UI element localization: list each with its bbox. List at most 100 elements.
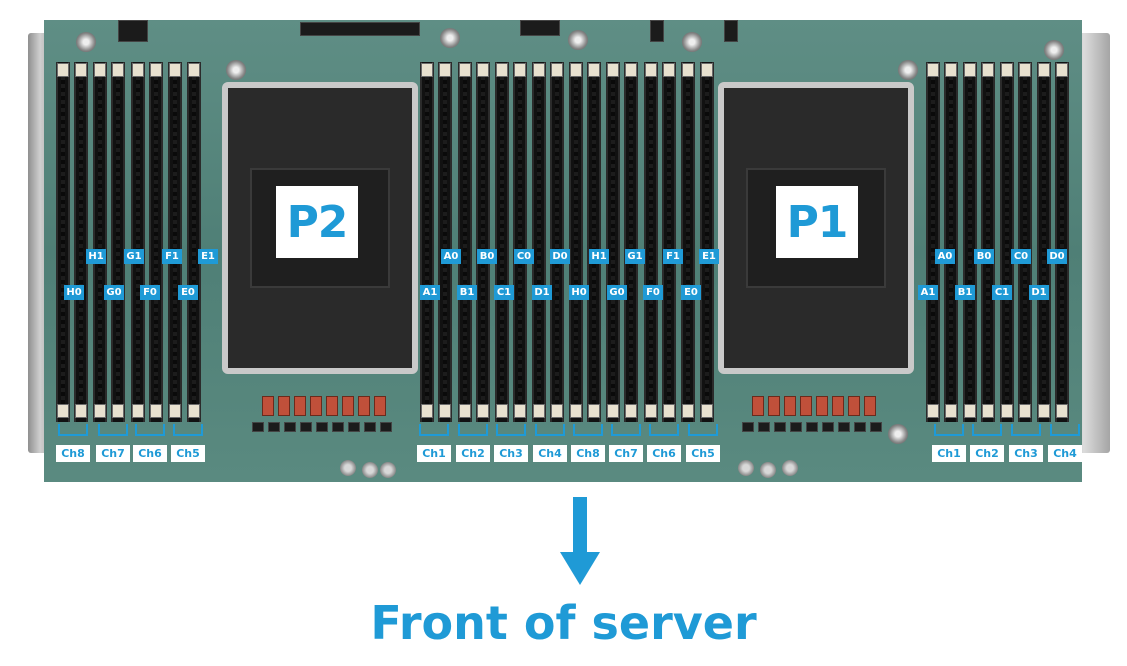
dimm-slot bbox=[550, 62, 564, 422]
dimm-slot bbox=[606, 62, 620, 422]
vrm-inductor bbox=[848, 396, 860, 416]
channel-bracket bbox=[688, 424, 718, 436]
dimm-slot-label: C0 bbox=[1011, 249, 1031, 264]
channel-label: Ch6 bbox=[647, 445, 681, 462]
power-stage-chip bbox=[268, 422, 280, 432]
channel-bracket bbox=[458, 424, 488, 436]
mounting-screw bbox=[568, 30, 588, 50]
channel-bracket bbox=[573, 424, 603, 436]
channel-bracket bbox=[934, 424, 964, 436]
channel-label: Ch6 bbox=[133, 445, 167, 462]
dimm-slot bbox=[926, 62, 940, 422]
channel-bracket bbox=[173, 424, 203, 436]
power-stage-chip bbox=[364, 422, 376, 432]
dimm-slot bbox=[1055, 62, 1069, 422]
channel-label: Ch3 bbox=[494, 445, 528, 462]
dimm-latch bbox=[188, 63, 200, 77]
dimm-slot-label: H1 bbox=[86, 249, 106, 264]
channel-label: Ch1 bbox=[932, 445, 966, 462]
dimm-slot bbox=[981, 62, 995, 422]
front-of-server-caption: Front of server bbox=[370, 596, 757, 650]
cpu-socket-p2 bbox=[222, 82, 418, 374]
dimm-slot bbox=[131, 62, 145, 422]
dimm-latch bbox=[94, 404, 106, 418]
dimm-slot-label: F0 bbox=[643, 285, 663, 300]
dimm-latch bbox=[132, 63, 144, 77]
channel-bracket bbox=[611, 424, 641, 436]
dimm-slot bbox=[644, 62, 658, 422]
dimm-slot bbox=[1037, 62, 1051, 422]
dimm-latch bbox=[112, 404, 124, 418]
dimm-latch bbox=[1056, 63, 1068, 77]
dimm-slot-label: A0 bbox=[935, 249, 955, 264]
arrow-down-icon bbox=[560, 497, 600, 585]
dimm-slot-label: G0 bbox=[607, 285, 627, 300]
power-stage-chip bbox=[854, 422, 866, 432]
dimm-slot bbox=[438, 62, 452, 422]
dimm-latch bbox=[477, 63, 489, 77]
dimm-slot bbox=[587, 62, 601, 422]
vrm-inductor bbox=[832, 396, 844, 416]
dimm-slot bbox=[700, 62, 714, 422]
channel-bracket bbox=[135, 424, 165, 436]
channel-label: Ch5 bbox=[171, 445, 205, 462]
channel-label: Ch4 bbox=[533, 445, 567, 462]
dimm-latch bbox=[459, 63, 471, 77]
dimm-latch bbox=[682, 404, 694, 418]
dimm-latch bbox=[701, 404, 713, 418]
dimm-latch bbox=[421, 63, 433, 77]
vrm-inductor bbox=[784, 396, 796, 416]
dimm-latch bbox=[1019, 63, 1031, 77]
vrm-inductor bbox=[816, 396, 828, 416]
dimm-latch bbox=[551, 404, 563, 418]
mounting-screw bbox=[76, 32, 96, 52]
power-stage-chip bbox=[284, 422, 296, 432]
dimm-slot bbox=[476, 62, 490, 422]
power-stage-chip bbox=[822, 422, 834, 432]
top-connector bbox=[650, 20, 664, 42]
capacitor bbox=[362, 462, 378, 478]
dimm-latch bbox=[701, 63, 713, 77]
dimm-slot-label: C0 bbox=[514, 249, 534, 264]
mounting-screw bbox=[1044, 40, 1064, 60]
dimm-latch bbox=[964, 63, 976, 77]
dimm-latch bbox=[477, 404, 489, 418]
dimm-latch bbox=[588, 63, 600, 77]
dimm-slot-label: H1 bbox=[589, 249, 609, 264]
vrm-inductor bbox=[342, 396, 354, 416]
dimm-latch bbox=[1038, 63, 1050, 77]
channel-bracket bbox=[58, 424, 88, 436]
channel-label: Ch7 bbox=[609, 445, 643, 462]
dimm-slot bbox=[420, 62, 434, 422]
dimm-latch bbox=[150, 404, 162, 418]
vrm-inductor bbox=[864, 396, 876, 416]
dimm-slot-label: B1 bbox=[955, 285, 975, 300]
vrm-inductor bbox=[768, 396, 780, 416]
dimm-latch bbox=[169, 63, 181, 77]
channel-label: Ch5 bbox=[686, 445, 720, 462]
vrm-inductor bbox=[294, 396, 306, 416]
channel-bracket bbox=[419, 424, 449, 436]
mounting-screw bbox=[888, 424, 908, 444]
dimm-slot bbox=[532, 62, 546, 422]
dimm-latch bbox=[625, 404, 637, 418]
power-stage-chip bbox=[316, 422, 328, 432]
channel-label: Ch1 bbox=[417, 445, 451, 462]
channel-bracket bbox=[98, 424, 128, 436]
dimm-slot-label: D0 bbox=[1047, 249, 1067, 264]
dimm-latch bbox=[1001, 404, 1013, 418]
dimm-latch bbox=[57, 404, 69, 418]
dimm-latch bbox=[551, 63, 563, 77]
dimm-slot-label: H0 bbox=[64, 285, 84, 300]
processor-label-p2: P2 bbox=[276, 186, 358, 258]
capacitor bbox=[340, 460, 356, 476]
dimm-latch bbox=[1001, 63, 1013, 77]
dimm-slot-label: C1 bbox=[992, 285, 1012, 300]
capacitor bbox=[738, 460, 754, 476]
top-connector bbox=[520, 20, 560, 36]
channel-label: Ch2 bbox=[456, 445, 490, 462]
dimm-latch bbox=[982, 63, 994, 77]
dimm-slot bbox=[569, 62, 583, 422]
power-stage-chip bbox=[332, 422, 344, 432]
dimm-slot-label: F1 bbox=[162, 249, 182, 264]
